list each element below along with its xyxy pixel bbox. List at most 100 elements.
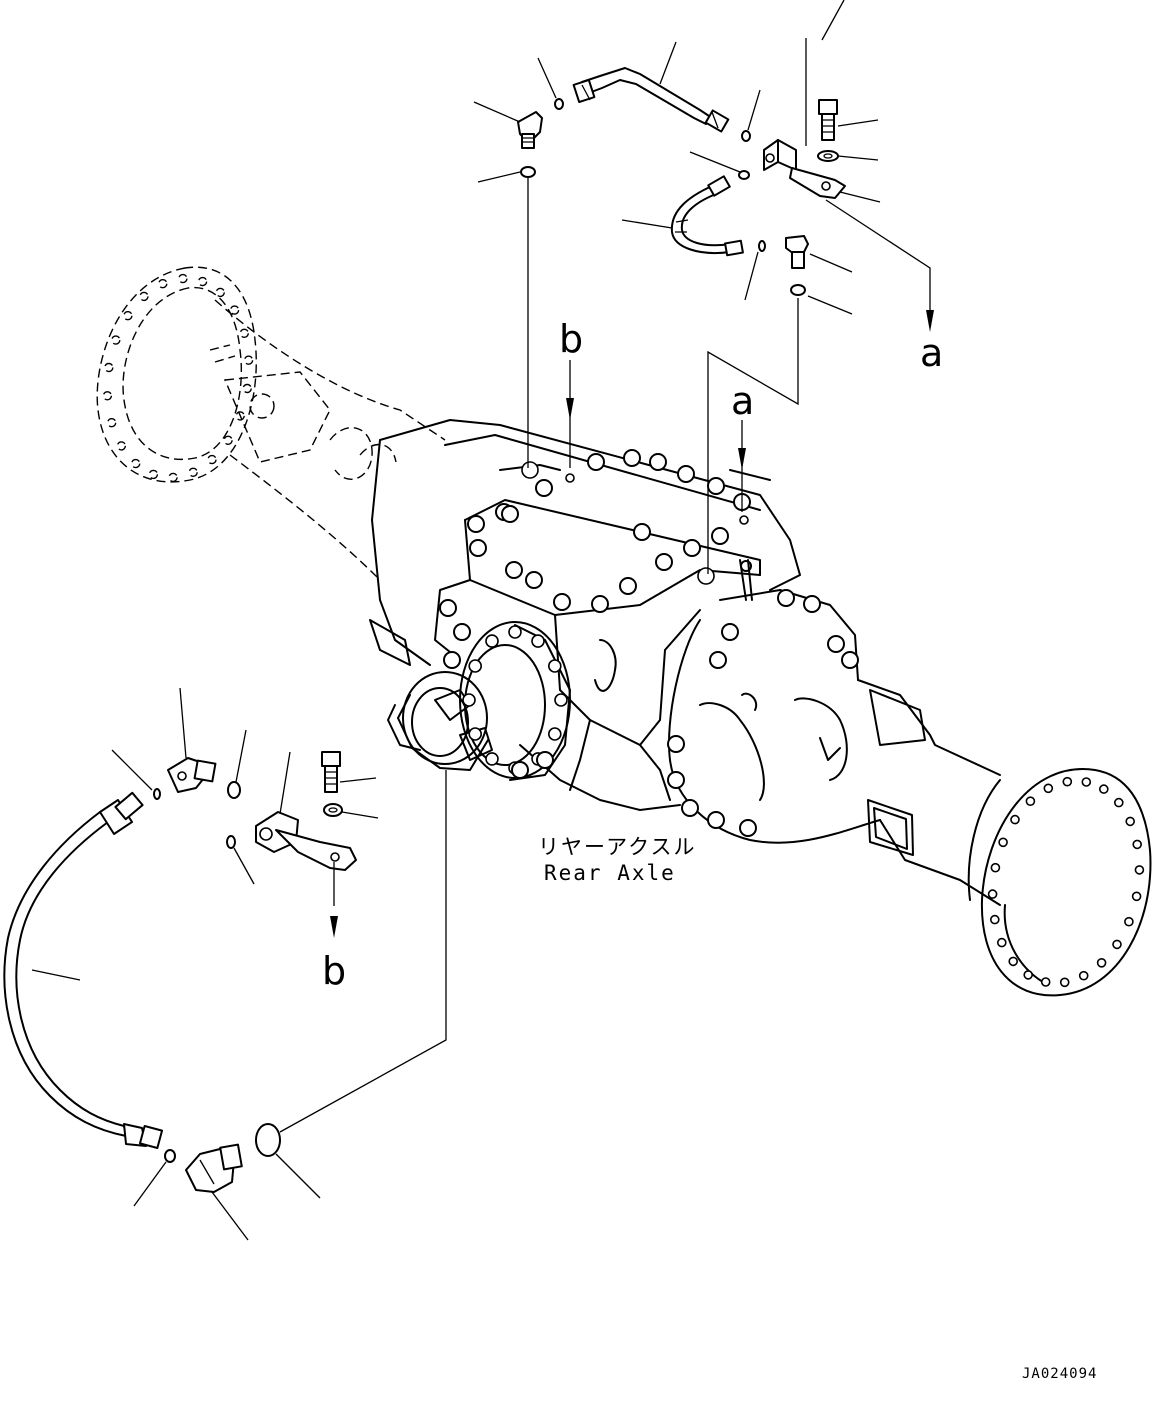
differential-cover-bolts bbox=[467, 449, 751, 613]
bolt-hole bbox=[1043, 783, 1054, 794]
callout-b-bottom: b bbox=[322, 949, 346, 993]
bolt-hole bbox=[998, 837, 1008, 848]
caption-japanese: リヤーアクスル bbox=[538, 835, 696, 859]
bolt-hole bbox=[1008, 956, 1019, 967]
callout-a-top: a bbox=[920, 331, 943, 375]
hex-bolt bbox=[619, 577, 637, 595]
bolt-hole bbox=[123, 311, 133, 321]
hex-bolt bbox=[777, 589, 795, 607]
bolt-hole bbox=[1124, 916, 1134, 927]
bolt-hole bbox=[1023, 970, 1033, 980]
hex-bolt bbox=[707, 811, 725, 829]
bolt-hole bbox=[485, 634, 499, 648]
bolt-hole bbox=[168, 472, 178, 483]
bolt-hole bbox=[1062, 776, 1073, 787]
hex-bolt bbox=[469, 539, 487, 557]
hex-bolt bbox=[535, 479, 553, 497]
hex-bolt bbox=[677, 465, 695, 483]
hex-bolt bbox=[667, 771, 685, 789]
bolt-hole bbox=[531, 634, 545, 648]
hex-bolt bbox=[553, 593, 571, 611]
hex-bolt bbox=[803, 595, 821, 613]
bolt-hole bbox=[139, 291, 149, 302]
hex-bolt bbox=[655, 553, 673, 571]
callout-b-axle: b bbox=[559, 317, 583, 361]
bolt-hole bbox=[207, 454, 217, 465]
right-flange-bolt-ring bbox=[987, 776, 1145, 988]
hex-bolt bbox=[536, 751, 554, 769]
bolt-upper bbox=[818, 99, 838, 141]
long-hose-lower bbox=[3, 791, 164, 1150]
callout-a-axle: a bbox=[731, 379, 754, 423]
hex-bolt bbox=[649, 453, 667, 471]
elbow-fitting-right bbox=[785, 235, 809, 269]
bolt-hole bbox=[148, 469, 159, 480]
o-ring-upper-4 bbox=[738, 170, 750, 180]
bolt-hole bbox=[223, 435, 233, 445]
bolt-hole bbox=[130, 458, 141, 469]
bolt-hole bbox=[242, 383, 252, 394]
bolt-hole bbox=[116, 441, 127, 451]
bolt-hole bbox=[106, 418, 117, 428]
hex-bolt bbox=[721, 623, 739, 641]
bolt-hole bbox=[1132, 839, 1142, 850]
hex-bolt bbox=[511, 761, 529, 779]
hex-bolt bbox=[525, 571, 543, 589]
bolt-hole bbox=[462, 693, 476, 707]
right-axle-tube bbox=[439, 589, 1001, 906]
left-axle-tube bbox=[209, 299, 446, 581]
lower-hose-group bbox=[3, 751, 357, 1193]
hex-bolt bbox=[591, 595, 609, 613]
bolt-hole bbox=[996, 937, 1007, 948]
hex-bolt bbox=[501, 505, 519, 523]
bolt-hole bbox=[485, 752, 499, 766]
companion-flange-bolts bbox=[462, 625, 568, 775]
bolt-hole bbox=[1134, 865, 1145, 875]
bolt-hole bbox=[989, 914, 1000, 925]
o-ring-lower-2 bbox=[153, 788, 161, 800]
bolt-hole bbox=[197, 276, 208, 287]
hex-bolt bbox=[739, 819, 757, 837]
hex-bolt bbox=[711, 527, 729, 545]
bolt-hole bbox=[178, 273, 188, 284]
elbow-fitting-upper bbox=[517, 111, 543, 149]
bolt-hole bbox=[1081, 777, 1092, 787]
elbow-fitting-bottom bbox=[185, 1143, 243, 1193]
drawing-code: JA024094 bbox=[1022, 1366, 1097, 1382]
bolt-hole bbox=[158, 279, 168, 289]
left-flange-bolt-ring bbox=[102, 273, 254, 483]
hex-bolt bbox=[681, 799, 699, 817]
bolt-hole bbox=[468, 727, 483, 741]
bolt-hole bbox=[547, 727, 562, 741]
bolt-hole bbox=[1112, 939, 1122, 950]
flexible-hose-upper bbox=[670, 175, 744, 257]
hex-bolt bbox=[667, 735, 685, 753]
bolt-hole bbox=[1131, 891, 1142, 902]
bolt-hole bbox=[102, 391, 113, 401]
hex-bolt bbox=[467, 515, 485, 533]
bolt-hole bbox=[111, 335, 121, 345]
bolt-hole bbox=[1099, 784, 1109, 794]
bolt-hole bbox=[229, 305, 240, 315]
o-ring-upper-6 bbox=[790, 284, 806, 296]
bolt-hole bbox=[1078, 970, 1089, 981]
bolt-hole bbox=[1025, 796, 1036, 807]
o-ring-lower-3 bbox=[226, 835, 236, 849]
hex-bolt bbox=[633, 523, 651, 541]
arrowheads bbox=[330, 310, 934, 938]
bolt-hole bbox=[547, 659, 562, 673]
hex-bolt bbox=[439, 599, 457, 617]
rear-axle-assembly bbox=[96, 266, 1152, 997]
bolt-hole bbox=[554, 693, 568, 707]
bolt-hole bbox=[1040, 977, 1051, 987]
caption-english: Rear Axle bbox=[544, 861, 676, 885]
o-ring-lower-4 bbox=[164, 1149, 176, 1163]
o-ring-upper-2 bbox=[520, 166, 536, 178]
leader-lines bbox=[31, 0, 931, 1241]
bolt-hole bbox=[239, 328, 250, 338]
bolt-lower bbox=[321, 751, 341, 793]
bracket-block-upper bbox=[763, 139, 846, 199]
elbow-fitting-lower bbox=[167, 757, 217, 793]
bolt-hole bbox=[104, 362, 114, 373]
